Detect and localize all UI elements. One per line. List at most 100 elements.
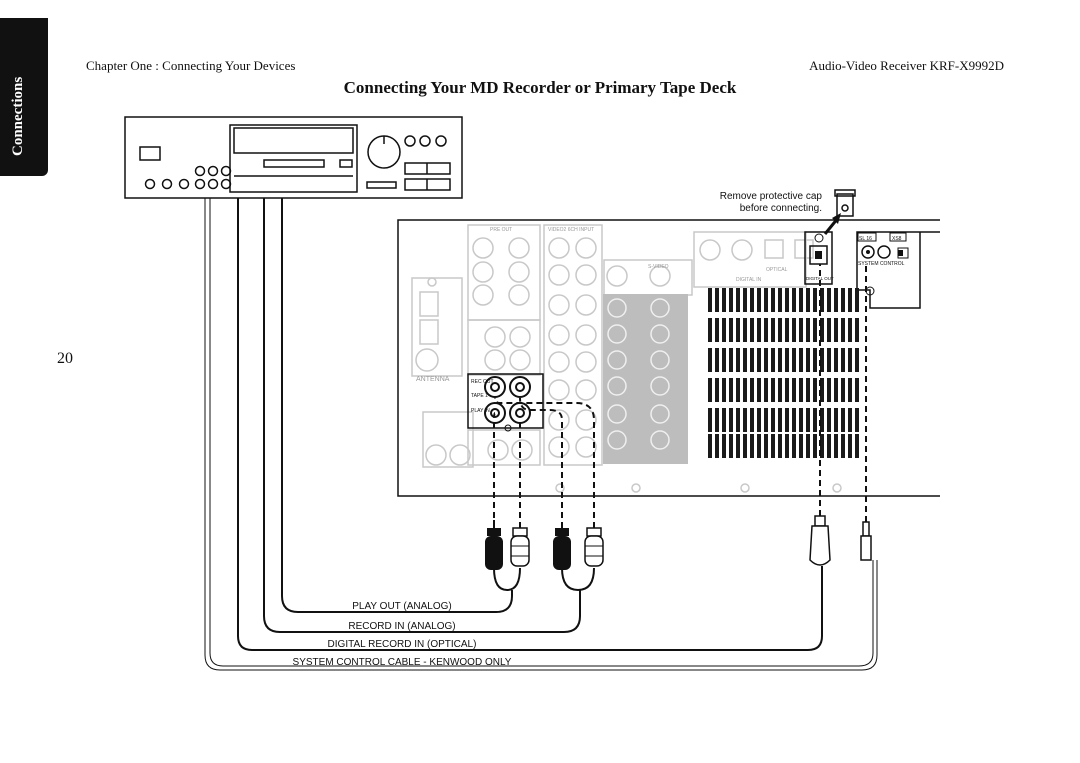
callout-line-1: Remove protective cap [720, 191, 823, 202]
vent-slot [757, 318, 761, 342]
vent-slot [827, 348, 831, 372]
vent-slot [855, 408, 859, 432]
vent-slot [743, 378, 747, 402]
vent-slot [834, 348, 838, 372]
vent-slot [855, 378, 859, 402]
vent-slot [792, 318, 796, 342]
section-tab: Connections [0, 18, 48, 176]
vent-slot [778, 318, 782, 342]
vent-slot [813, 318, 817, 342]
vent-slot [743, 318, 747, 342]
vent-slot [722, 348, 726, 372]
vent-slot [841, 318, 845, 342]
vent-slot [757, 434, 761, 458]
vent-slot [785, 348, 789, 372]
page-number: 20 [57, 350, 73, 367]
system-control-plug [860, 521, 872, 561]
vent-slot [722, 378, 726, 402]
vent-slot [799, 408, 803, 432]
cable-record-in [263, 198, 581, 633]
6ch-input-label: VIDEO2 6CH INPUT [548, 227, 594, 233]
vent-slot [806, 378, 810, 402]
cable-digital-record-in [237, 198, 823, 651]
vent-slot [757, 288, 761, 312]
vent-slot [715, 348, 719, 372]
vent-slot [820, 434, 824, 458]
vent-slot [771, 434, 775, 458]
vent-slot [771, 378, 775, 402]
vent-slot [750, 434, 754, 458]
system-control-label: SYSTEM CONTROL [858, 261, 905, 267]
vent-slot [708, 318, 712, 342]
xs8-label: XS8 [892, 236, 902, 242]
label-record-in: RECORD IN (ANALOG) [348, 621, 455, 632]
vent-slot [827, 378, 831, 402]
tape1-jacks: REC OUT TAPE 1 PLAY IN [467, 373, 544, 432]
vent-slot [827, 434, 831, 458]
vent-slot [799, 434, 803, 458]
vent-slot [841, 378, 845, 402]
vent-slot [855, 318, 859, 342]
vent-slot [743, 348, 747, 372]
optical-label: OPTICAL [766, 267, 788, 273]
label-play-out: PLAY OUT (ANALOG) [352, 601, 451, 612]
vent-slot [834, 288, 838, 312]
vent-slot [750, 318, 754, 342]
tape-name-label: TAPE 1 [471, 393, 488, 399]
vent-slot [820, 348, 824, 372]
vent-slot [708, 378, 712, 402]
vent-slot [771, 318, 775, 342]
vent-slot [722, 318, 726, 342]
vent-slot [750, 408, 754, 432]
vent-slot [715, 378, 719, 402]
vent-slot [736, 378, 740, 402]
vent-slot [722, 288, 726, 312]
vent-slot [715, 318, 719, 342]
vent-slot [799, 378, 803, 402]
vent-slot [764, 378, 768, 402]
vent-slot [806, 318, 810, 342]
vent-slot [820, 318, 824, 342]
vent-slot [841, 348, 845, 372]
heat-sink-vents [708, 288, 859, 458]
digital-out-label: DIGITAL OUT [806, 276, 834, 281]
vent-slot [813, 434, 817, 458]
vent-slot [841, 408, 845, 432]
vent-slot [792, 288, 796, 312]
protective-cap-icon [834, 189, 856, 217]
vent-slot [757, 408, 761, 432]
vent-slot [806, 408, 810, 432]
vent-slot [743, 288, 747, 312]
label-digital-record-in: DIGITAL RECORD IN (OPTICAL) [328, 639, 477, 650]
vent-slot [792, 434, 796, 458]
vent-slot [750, 378, 754, 402]
vent-slot [743, 434, 747, 458]
vent-slot [820, 408, 824, 432]
receiver-rear-panel: PRE OUT VIDEO2 6CH INPUT S-VIDEO ANTENNA… [397, 219, 940, 497]
vent-slot [855, 288, 859, 312]
vent-slot [729, 408, 733, 432]
svideo-label: S-VIDEO [648, 264, 669, 270]
vent-slot [785, 288, 789, 312]
callout-line-2: before connecting. [740, 203, 822, 214]
vent-slot [757, 348, 761, 372]
vent-slot [820, 288, 824, 312]
vent-slot [708, 348, 712, 372]
chapter-header: Chapter One : Connecting Your Devices [86, 58, 296, 73]
vent-slot [771, 408, 775, 432]
vent-slot [736, 408, 740, 432]
vent-slot [813, 378, 817, 402]
vent-slot [729, 434, 733, 458]
vent-slot [778, 408, 782, 432]
vent-slot [729, 288, 733, 312]
vent-slot [813, 348, 817, 372]
vent-slot [806, 434, 810, 458]
vent-slot [757, 378, 761, 402]
vent-slot [764, 408, 768, 432]
vent-slot [855, 434, 859, 458]
vent-slot [848, 318, 852, 342]
vent-slot [764, 348, 768, 372]
vent-slot [778, 378, 782, 402]
vent-slot [736, 348, 740, 372]
vent-slot [771, 288, 775, 312]
